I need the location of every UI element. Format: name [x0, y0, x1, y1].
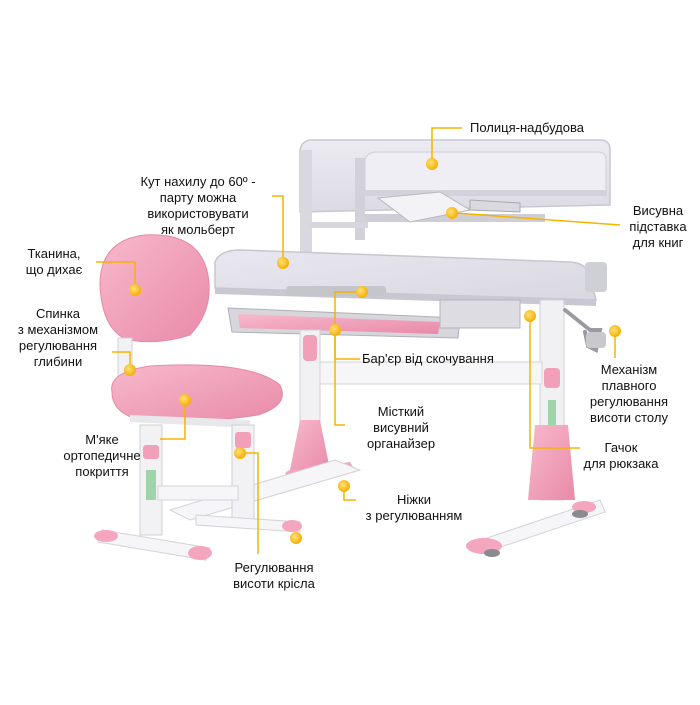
label-backrest: Спинка з механізмом регулювання глибини	[17, 306, 99, 369]
callout-dots	[124, 158, 621, 544]
callout-line-fabric	[96, 261, 136, 290]
callout-dot-fabric	[129, 284, 141, 296]
callout-dot-lift	[609, 325, 621, 337]
callout-line-hook	[529, 316, 580, 449]
callout-line-book-stand	[454, 212, 621, 226]
callout-dot-seat	[179, 394, 191, 406]
organizer-drawer	[227, 286, 521, 339]
callout-line-backrest	[112, 351, 131, 368]
callout-dot-hook	[524, 310, 536, 322]
callout-lines	[96, 127, 621, 554]
callout-dot-legs-2	[290, 532, 302, 544]
callout-line-organizer	[334, 291, 362, 426]
callout-dot-book-stand	[446, 207, 458, 219]
desk-top	[214, 249, 607, 306]
label-breathable-fabric: Тканина, що дихає	[25, 246, 83, 277]
label-anti-roll-barrier: Бар'єр від скочування	[362, 351, 494, 366]
callout-line-tilt	[272, 195, 284, 263]
callout-line-shelf	[431, 127, 462, 164]
label-organizer: Місткий висувний органайзер	[366, 404, 436, 451]
label-orthopedic-seat: М'яке ортопедичне покриття	[63, 432, 141, 479]
callout-dot-shelf	[426, 158, 438, 170]
chair-base	[94, 424, 302, 561]
callout-dot-barrier	[329, 324, 341, 336]
callout-dot-organizer	[356, 286, 368, 298]
callout-dot-backrest	[124, 364, 136, 376]
label-lift-mechanism: Механізм плавного регулювання висоти сто…	[589, 362, 669, 425]
callout-dot-legs	[338, 480, 350, 492]
label-shelf-superstructure: Полиця-надбудова	[470, 120, 584, 135]
callout-dot-chair-height	[234, 447, 246, 459]
label-adjustable-legs: Ніжки з регулюванням	[365, 492, 463, 523]
label-backpack-hook: Гачок для рюкзака	[583, 440, 659, 471]
desk-frame	[168, 299, 606, 557]
label-chair-height: Регулювання висоти крісла	[233, 560, 315, 591]
callout-line-seat	[160, 400, 186, 440]
label-book-stand: Висувна підставка для книг	[629, 203, 687, 250]
label-tilt-angle: Кут нахилу до 60º - парту можна використ…	[140, 174, 256, 237]
callout-dot-tilt	[277, 257, 289, 269]
chair-seat	[111, 364, 283, 428]
top-shelf	[299, 139, 611, 255]
